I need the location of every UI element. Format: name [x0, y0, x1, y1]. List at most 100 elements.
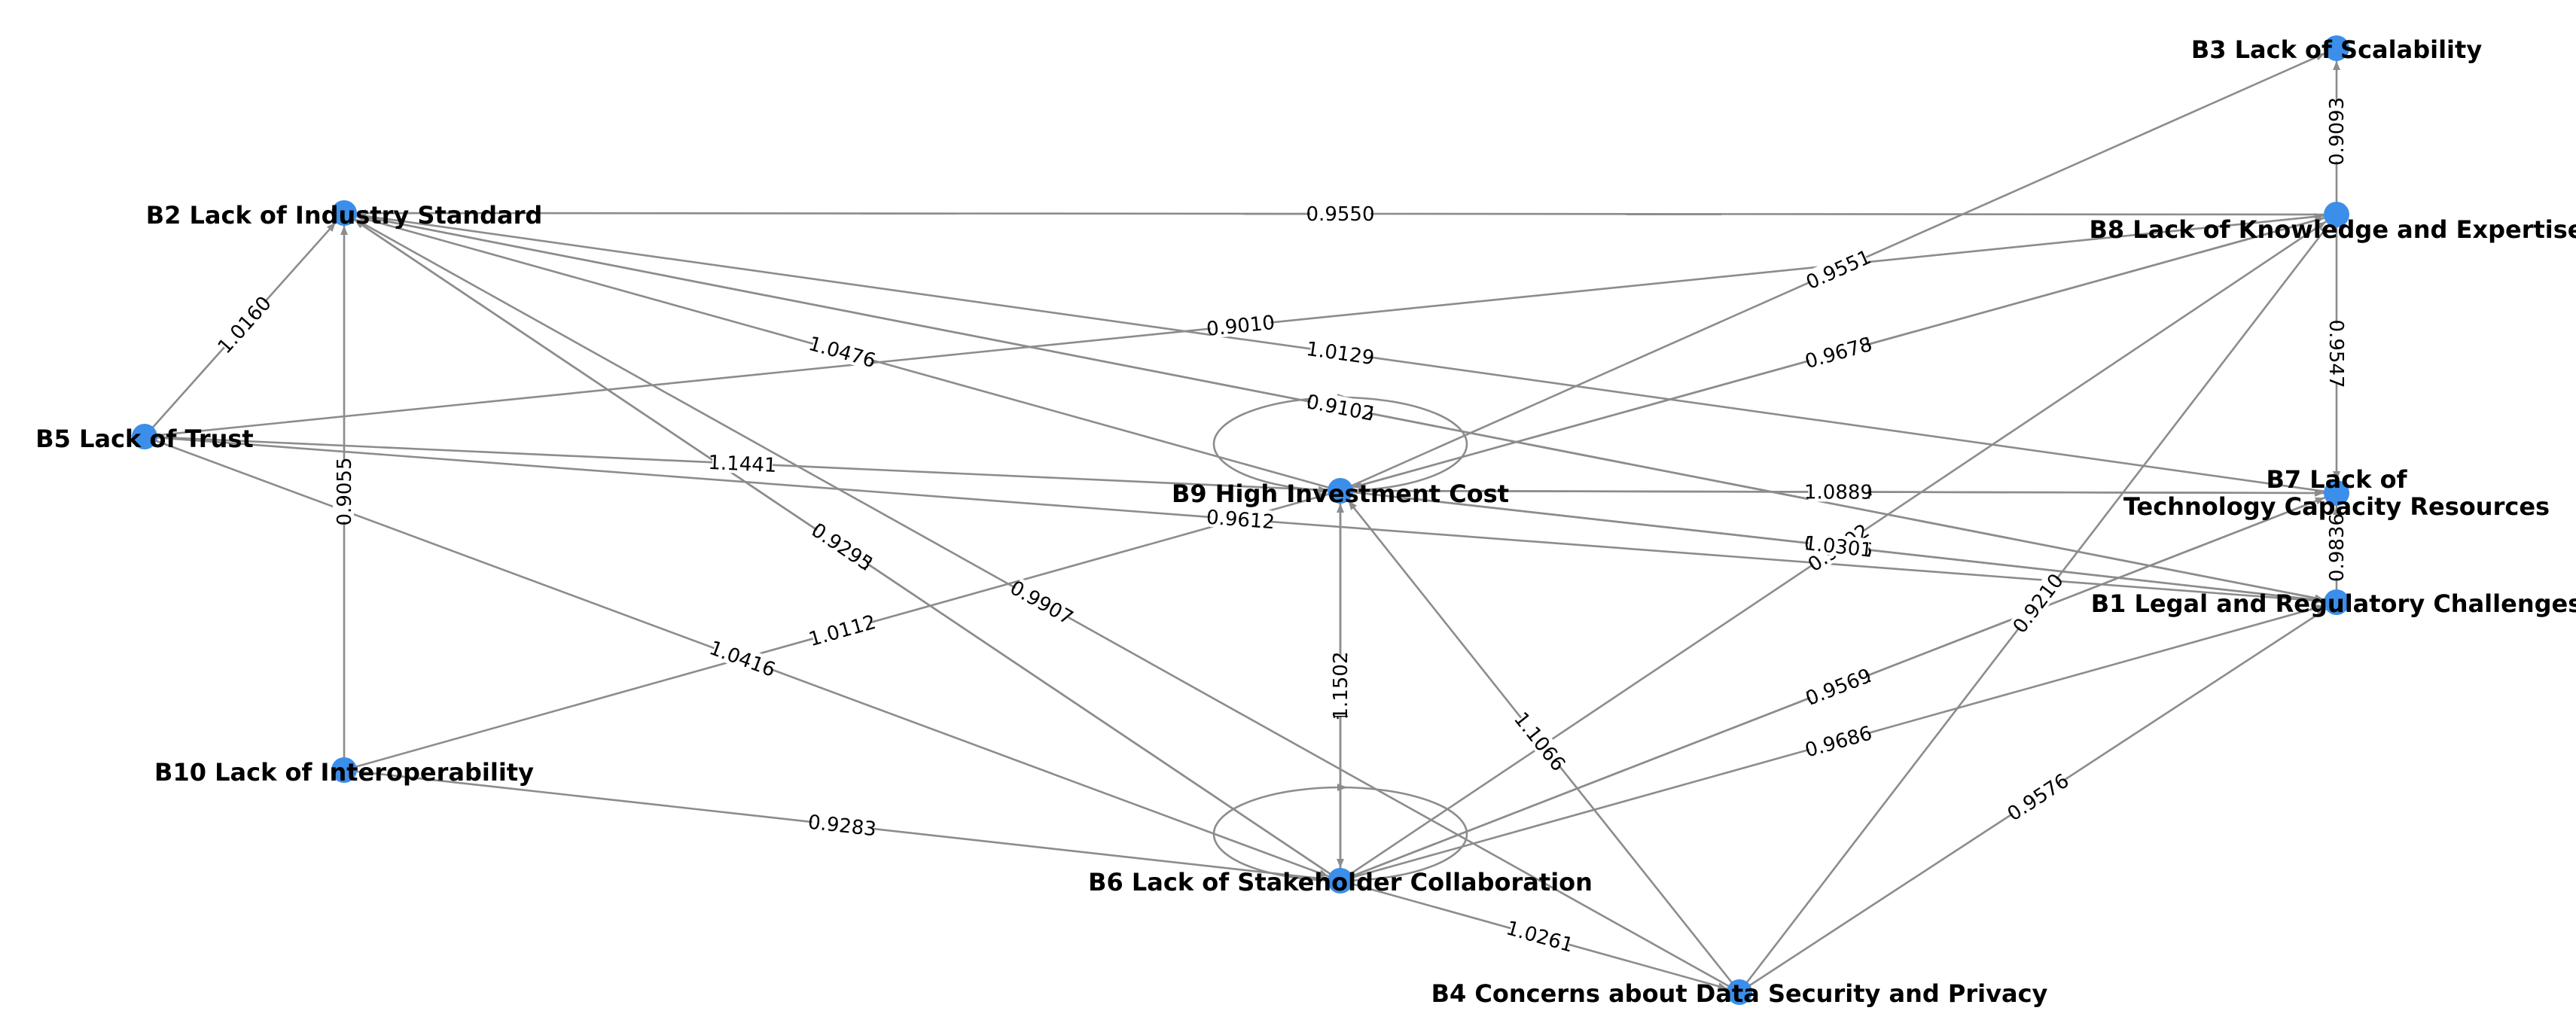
edge-weight-text: 1.1441	[708, 452, 777, 477]
edge-weight-text: 1.0889	[1804, 481, 1873, 504]
nodes-layer	[132, 35, 2349, 1005]
edge-weight-text: 1.1502	[1330, 652, 1352, 720]
node-b5	[132, 424, 157, 449]
edge-weight-label: 1.0301	[1803, 531, 1873, 562]
arrowhead	[1352, 481, 1363, 489]
edge-weight-label: 1.1502	[1329, 652, 1352, 720]
arrowhead	[2320, 224, 2329, 235]
edge-label-background	[2010, 572, 2065, 634]
arrowhead	[2314, 604, 2324, 612]
edge-label-background	[1806, 722, 1870, 760]
edge-label-background	[2006, 771, 2069, 822]
edge-label-background	[2327, 324, 2348, 384]
edge-label-background	[710, 638, 775, 679]
arrowhead	[2314, 594, 2324, 602]
edge-label-background	[712, 451, 773, 475]
edge-label-background	[2325, 101, 2346, 162]
arrowhead	[2315, 497, 2325, 505]
node-label-b4: B4 Concerns about Data Security and Priv…	[1431, 979, 2048, 1008]
edge-label-background	[1309, 391, 1373, 423]
edge-weight-label: 1.1441	[708, 451, 777, 477]
arrowhead	[1717, 982, 1727, 991]
edge-weight-label: 0.9686	[1803, 722, 1875, 762]
node-b8	[2324, 202, 2349, 227]
node-label-line: B10 Lack of Interoperability	[154, 758, 534, 787]
edge-label-background	[812, 520, 874, 572]
edge-weight-text: 1.1066	[1509, 708, 1569, 776]
node-label-line: B4 Concerns about Data Security and Priv…	[1431, 979, 2048, 1008]
node-label-b3: B3 Lack of Scalability	[2191, 35, 2483, 64]
node-label-line: B1 Legal and Regulatory Challenges	[2091, 589, 2576, 618]
node-b9	[1328, 478, 1353, 504]
edge-weight-label: 0.9295	[807, 519, 876, 577]
arrowhead	[326, 222, 336, 232]
edge-weight-label: 0.9551	[1803, 246, 1874, 294]
node-b7	[2324, 480, 2349, 506]
node-label-b8: B8 Lack of Knowledge and Expertise	[2090, 215, 2576, 244]
edge-weight-label: 0.9283	[807, 811, 878, 842]
edge-weight-label: 0.9836	[2325, 513, 2349, 582]
node-label-line: B6 Lack of Stakeholder Collaboration	[1088, 868, 1593, 897]
edge-weight-label: 0.9093	[2325, 97, 2349, 166]
arrowhead	[2333, 61, 2340, 70]
edge-label-background	[1513, 711, 1568, 772]
node-label-line: B7 Lack of	[2266, 465, 2407, 494]
node-b6	[1328, 868, 1353, 893]
edge-label-background	[1209, 311, 1272, 339]
edge-label-background	[1806, 665, 1870, 708]
edge-weight-label: 1.0261	[1504, 917, 1576, 957]
edge-label-background	[811, 811, 873, 839]
arrowhead	[1337, 504, 1344, 513]
node-label-b10: B10 Lack of Interoperability	[154, 758, 534, 787]
arrowhead	[2316, 221, 2326, 230]
node-b2	[331, 200, 357, 226]
node-label-b5: B5 Lack of Trust	[35, 425, 253, 453]
edge-weight-label: 0.9550	[1306, 202, 1375, 226]
node-label-b6: B6 Lack of Stakeholder Collaboration	[1088, 868, 1593, 897]
node-b4	[1727, 979, 1752, 1005]
arrowhead	[355, 220, 364, 229]
edge-weight-text: 0.9093	[2326, 97, 2349, 166]
edge-label-background	[1807, 531, 1870, 560]
edge-weight-label: 0.9569	[1803, 665, 1875, 711]
edge-weight-text: 0.9010	[1206, 312, 1276, 341]
edge-weight-text: 0.9283	[807, 811, 878, 842]
edge-label-background	[1209, 506, 1272, 531]
edge-weight-text: 0.9055	[334, 458, 356, 526]
edge-label-background	[1309, 337, 1372, 367]
edge-label-background	[1309, 202, 1371, 224]
edge-weight-text: 0.9551	[1803, 246, 1874, 294]
edge-weight-text: 0.9576	[2004, 769, 2074, 826]
edge-weight-text: 1.0129	[1305, 338, 1376, 370]
edge-label-background	[1507, 917, 1572, 954]
arrowhead	[2333, 506, 2340, 515]
arrowhead	[340, 226, 348, 235]
edge-weight-text: 1.0112	[806, 611, 879, 651]
edge-weight-text: 0.9550	[1306, 203, 1374, 226]
edge-weight-label: 0.9576	[2004, 769, 2074, 826]
edge-weight-label: 0.9907	[1006, 577, 1077, 630]
node-label-line: B3 Lack of Scalability	[2191, 35, 2483, 64]
edge-weight-label: 1.0160	[214, 292, 276, 358]
node-label-b1: B1 Legal and Regulatory Challenges	[2091, 589, 2576, 618]
arrowhead	[2333, 471, 2340, 480]
arrowhead	[2315, 53, 2325, 61]
arrowhead	[1337, 784, 1348, 791]
node-label-line: B9 High Investment Cost	[1172, 479, 1509, 508]
edge-weight-label: 0.9612	[1206, 506, 1276, 534]
arrowhead	[1348, 501, 1357, 510]
edge-weight-label: 1.0416	[706, 637, 779, 682]
edge-weight-label: 1.0129	[1305, 337, 1376, 370]
arrowhead	[1318, 493, 1328, 501]
node-label-line: B5 Lack of Trust	[35, 425, 253, 453]
node-b10	[331, 757, 357, 783]
edge-weight-text: 1.0261	[1504, 917, 1576, 957]
node-b3	[2324, 35, 2349, 61]
arrowhead	[1318, 869, 1329, 877]
edge-weight-text: 1.0416	[706, 637, 779, 682]
edge-label-background	[1806, 247, 1870, 291]
edge-weight-label: 1.0889	[1804, 480, 1873, 504]
